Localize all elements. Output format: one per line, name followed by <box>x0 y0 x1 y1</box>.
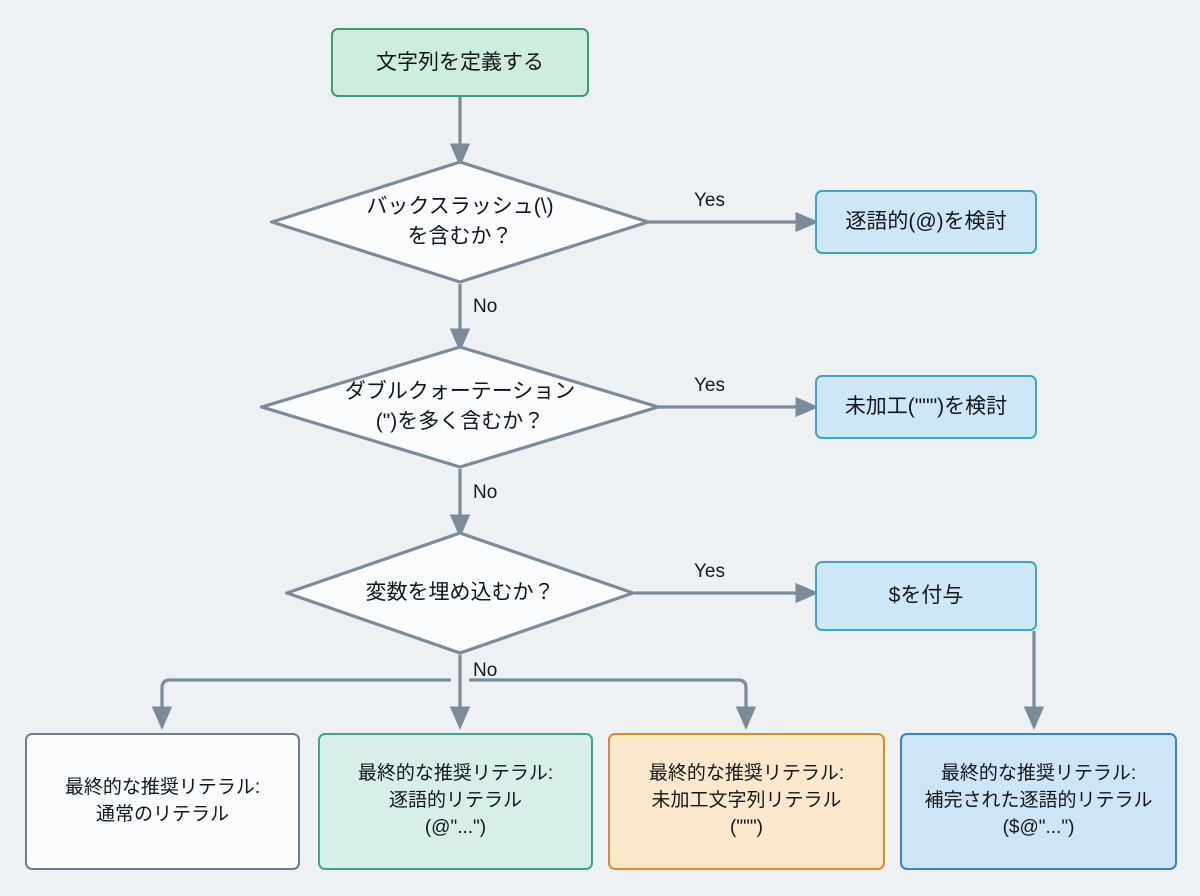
node-start[interactable]: 文字列を定義する <box>331 28 589 97</box>
edge-label-quotes-no: No <box>473 482 498 503</box>
edge-label-backslash-no: No <box>473 296 498 317</box>
edge-label-interpolate-no: No <box>473 660 498 681</box>
node-decision-backslash[interactable]: バックスラッシュ(\) を含むか？ <box>270 160 650 284</box>
edge-interpolate-no-right <box>469 678 757 731</box>
diamond-shape <box>260 345 660 469</box>
node-action-raw[interactable]: 未加工(""")を検討 <box>815 375 1037 439</box>
node-action-verbatim-label: 逐語的(@)を検討 <box>845 210 1007 234</box>
node-result-interpolated-verbatim[interactable]: 最終的な推奨リテラル: 補完された逐語的リテラル ($@"...") <box>900 733 1177 870</box>
node-decision-backslash-label: バックスラッシュ(\) を含むか？ <box>366 195 554 248</box>
node-start-label: 文字列を定義する <box>376 50 544 74</box>
node-action-verbatim[interactable]: 逐語的(@)を検討 <box>815 190 1037 254</box>
edge-label-interpolate-yes: Yes <box>694 561 725 582</box>
node-decision-interpolate-label: 変数を埋め込むか？ <box>365 581 555 605</box>
node-decision-quotes[interactable]: ダブルクォーテーション (")を多く含むか？ <box>260 345 660 469</box>
diamond-shape <box>285 531 635 655</box>
node-result-raw[interactable]: 最終的な推奨リテラル: 未加工文字列リテラル (""") <box>608 733 885 870</box>
node-action-raw-label: 未加工(""")を検討 <box>844 395 1008 419</box>
node-decision-quotes-label: ダブルクォーテーション (")を多く含むか？ <box>344 380 576 433</box>
diamond-shape <box>270 160 650 284</box>
edge-label-backslash-yes: Yes <box>694 190 725 211</box>
edge-interpolate-no-left <box>151 678 451 731</box>
node-result-interpolated-verbatim-label: 最終的な推奨リテラル: 補完された逐語的リテラル ($@"...") <box>924 763 1153 838</box>
node-result-regular[interactable]: 最終的な推奨リテラル: 通常のリテラル <box>25 733 300 870</box>
edge-label-quotes-yes: Yes <box>694 375 725 396</box>
node-result-raw-label: 最終的な推奨リテラル: 未加工文字列リテラル (""") <box>648 763 845 838</box>
node-result-verbatim[interactable]: 最終的な推奨リテラル: 逐語的リテラル (@"...") <box>318 733 593 870</box>
node-action-dollar-label: $を付与 <box>888 584 964 608</box>
node-result-verbatim-label: 最終的な推奨リテラル: 逐語的リテラル (@"...") <box>357 763 554 838</box>
node-decision-interpolate[interactable]: 変数を埋め込むか？ <box>285 531 635 655</box>
node-result-regular-label: 最終的な推奨リテラル: 通常のリテラル <box>64 776 261 825</box>
node-action-dollar[interactable]: $を付与 <box>815 561 1037 631</box>
